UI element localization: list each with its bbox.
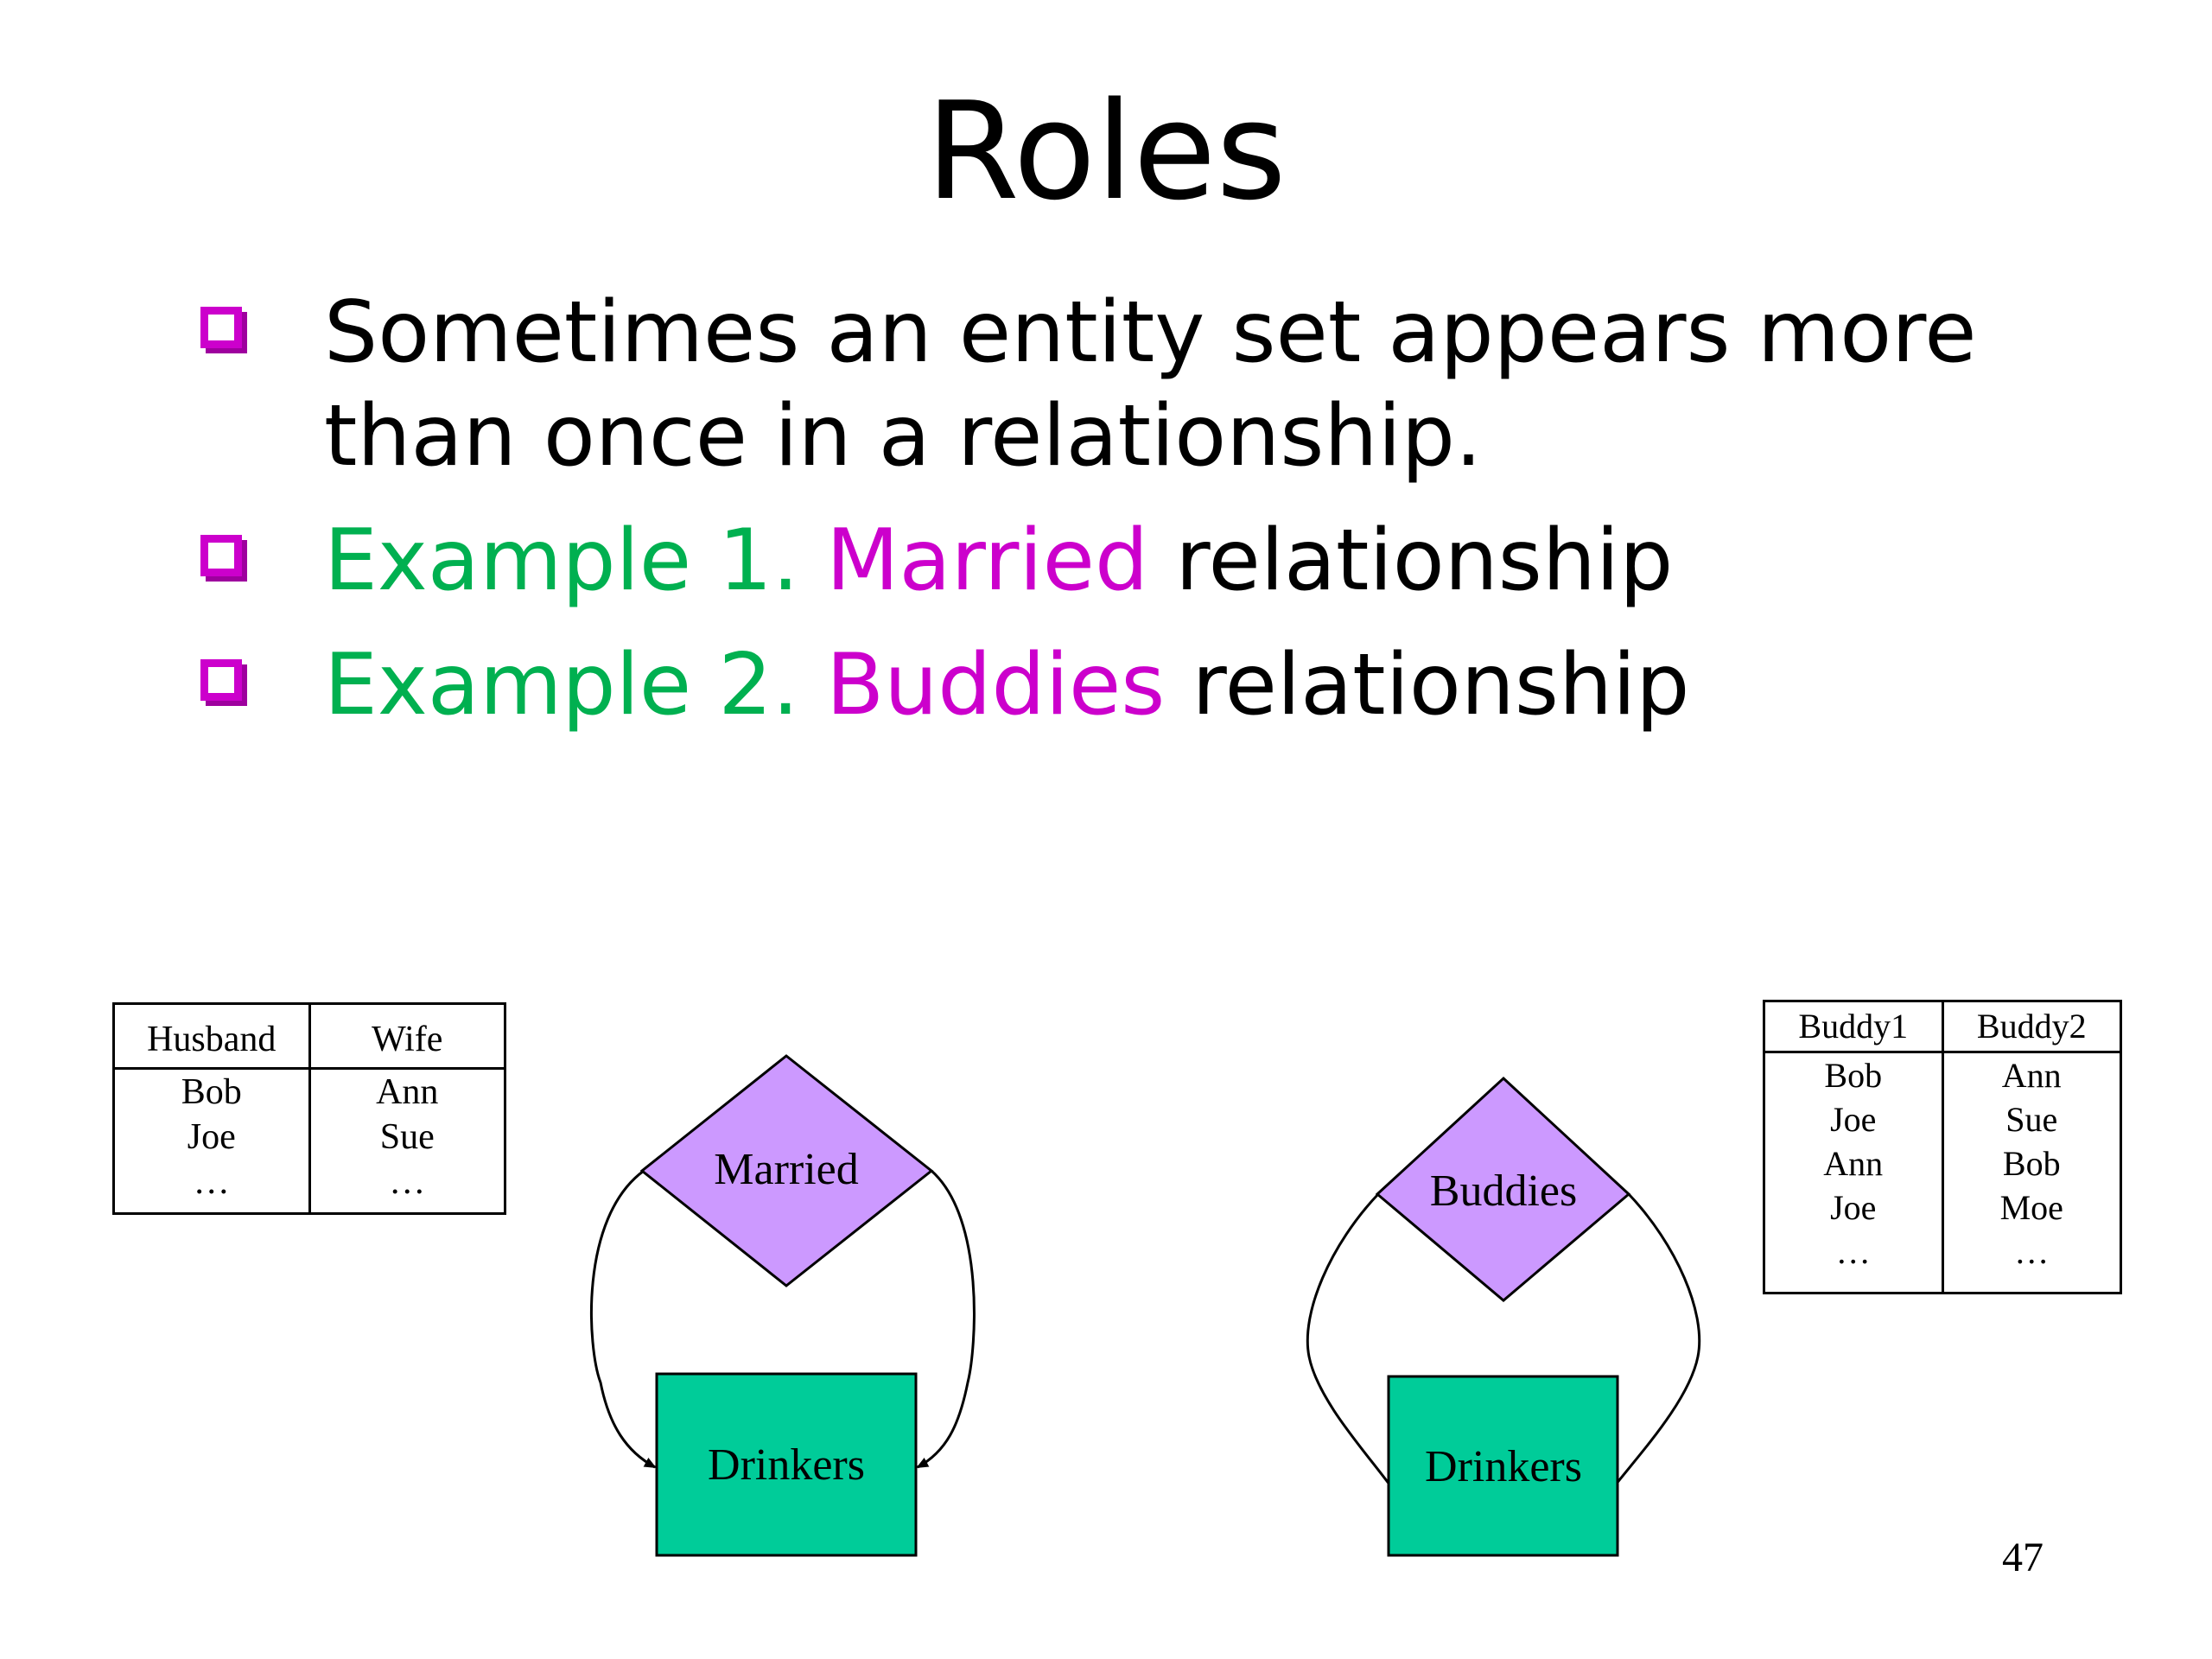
bullet-text-suffix: relationship [1165,636,1690,734]
bullet-text-relationship-name: Buddies [825,636,1166,734]
buddies-left-edge [1306,1192,1391,1485]
married-table-header-husband: Husband [147,1020,276,1059]
buddies-table-col-buddy2: Ann Sue Bob Moe … [1941,1053,2120,1292]
married-table-col-husband: Bob Joe … [115,1070,308,1213]
bullet-list: Sometimes an entity set appears more tha… [190,281,2091,758]
drinkers-entity-left [655,1372,918,1557]
buddies-table-col-buddy1: Bob Joe Ann Joe … [1765,1053,1942,1292]
married-right-edge [916,1169,976,1469]
checkbox-bullet-icon [200,307,242,348]
married-table-col-wife: Ann Sue … [308,1070,505,1213]
table-cell: Ann [376,1072,439,1112]
bullet-text: Sometimes an entity set appears more tha… [324,283,1977,486]
buddies-table-header-buddy2: Buddy2 [1941,1002,2120,1051]
checkbox-bullet-icon [200,535,242,576]
buddies-relationship-diamond [1375,1076,1631,1302]
table-cell: … [193,1162,230,1202]
bullet-text-suffix: relationship [1148,512,1674,610]
married-relationship-diamond [639,1054,934,1287]
table-cell: Bob [181,1072,242,1112]
buddies-relationship-label: Buddies [1430,1166,1577,1216]
married-left-edge [590,1169,657,1469]
bullet-text-example: Example 2. [324,636,826,734]
page-number: 47 [2002,1535,2044,1580]
table-cell: Joe [1830,1100,1877,1139]
married-table-header-wife: Wife [308,1005,505,1067]
buddies-table: Buddy1 Buddy2 Bob Joe Ann Joe … Ann Sue … [1763,1000,2122,1294]
bullet-text-relationship-name: Married [825,512,1149,610]
checkbox-bullet-icon [200,659,242,701]
table-cell: Ann [1823,1144,1884,1183]
table-cell: Bob [2002,1144,2061,1183]
table-cell: Moe [1999,1188,2063,1227]
married-table: Husband Wife Bob Joe … Ann Sue … [112,1002,506,1215]
table-cell: Joe [1830,1188,1877,1227]
drinkers-entity-right [1387,1375,1619,1557]
table-cell: Joe [187,1117,236,1157]
table-cell: Sue [379,1117,435,1157]
table-cell: … [1835,1232,1871,1271]
buddies-right-edge [1614,1192,1701,1485]
bullet-item-3: Example 2. Buddies relationship [190,633,2091,737]
bullet-item-1: Sometimes an entity set appears more tha… [190,281,2091,488]
drinkers-entity-right-label: Drinkers [1425,1442,1582,1491]
page-title: Roles [925,73,1287,230]
table-cell: … [2014,1232,2050,1271]
bullet-text-example: Example 1. [324,512,826,610]
table-cell: Bob [1824,1056,1883,1095]
table-cell: Ann [2001,1056,2062,1095]
drinkers-entity-left-label: Drinkers [708,1440,865,1490]
table-cell: Sue [2005,1100,2058,1139]
bullet-item-2: Example 1. Married relationship [190,509,2091,613]
married-relationship-label: Married [714,1145,858,1194]
table-cell: … [389,1162,426,1202]
buddies-table-header-buddy1: Buddy1 [1798,1007,1909,1046]
